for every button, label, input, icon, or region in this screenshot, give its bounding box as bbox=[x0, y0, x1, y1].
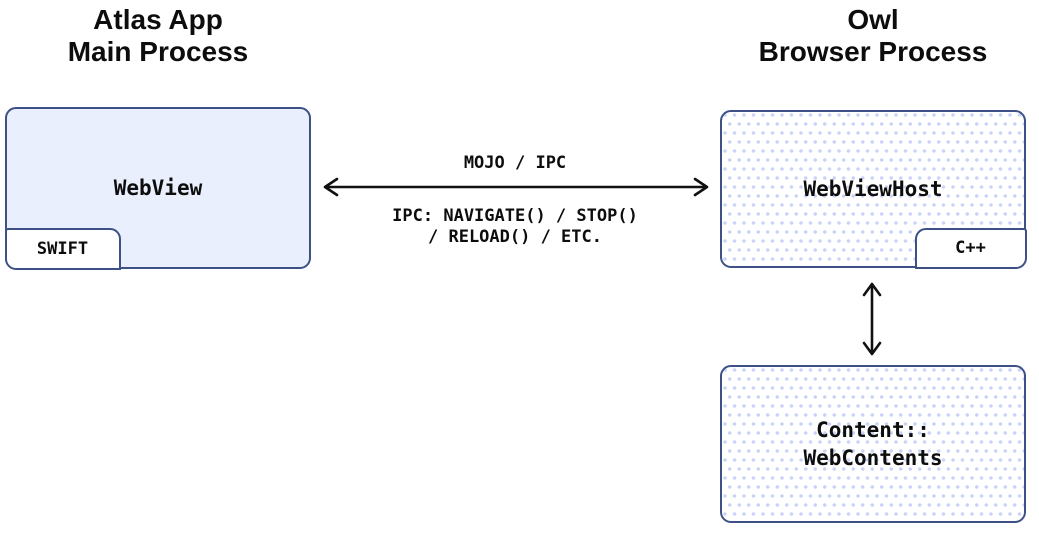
owl-process-title: Owl Browser Process bbox=[713, 4, 1033, 68]
atlas-process-title: Atlas App Main Process bbox=[0, 4, 318, 68]
webcontents-label-line1: Content:: bbox=[816, 418, 930, 442]
cpp-tag-label: C++ bbox=[955, 238, 986, 258]
owl-title-line2: Browser Process bbox=[758, 36, 988, 67]
ipc-methods-line1: IPC: NAVIGATE() / STOP() bbox=[392, 206, 638, 226]
ipc-methods-line2: / RELOAD() / ETC. bbox=[428, 227, 602, 247]
webcontents-label-line2: WebContents bbox=[803, 446, 943, 470]
webviewhost-box: WebViewHost C++ bbox=[720, 110, 1027, 269]
mojo-ipc-label: MOJO / IPC bbox=[463, 153, 567, 173]
owl-title-line1: Owl bbox=[847, 4, 899, 35]
atlas-title-line1: Atlas App bbox=[93, 4, 223, 35]
webcontents-label: Content:: WebContents bbox=[803, 416, 942, 472]
cpp-tag: C++ bbox=[914, 227, 1027, 269]
webviewhost-label: WebViewHost bbox=[803, 177, 943, 201]
host-contents-double-arrow bbox=[862, 282, 882, 356]
webview-label: WebView bbox=[113, 176, 203, 200]
atlas-title-line2: Main Process bbox=[67, 36, 249, 67]
ipc-methods-label: IPC: NAVIGATE() / STOP() / RELOAD() / ET… bbox=[305, 206, 725, 248]
ipc-double-arrow bbox=[323, 177, 709, 197]
swift-tag: SWIFT bbox=[4, 227, 121, 270]
webview-box: WebView SWIFT bbox=[4, 107, 311, 270]
swift-tag-label: SWIFT bbox=[36, 238, 89, 259]
webcontents-box: Content:: WebContents bbox=[720, 365, 1026, 523]
